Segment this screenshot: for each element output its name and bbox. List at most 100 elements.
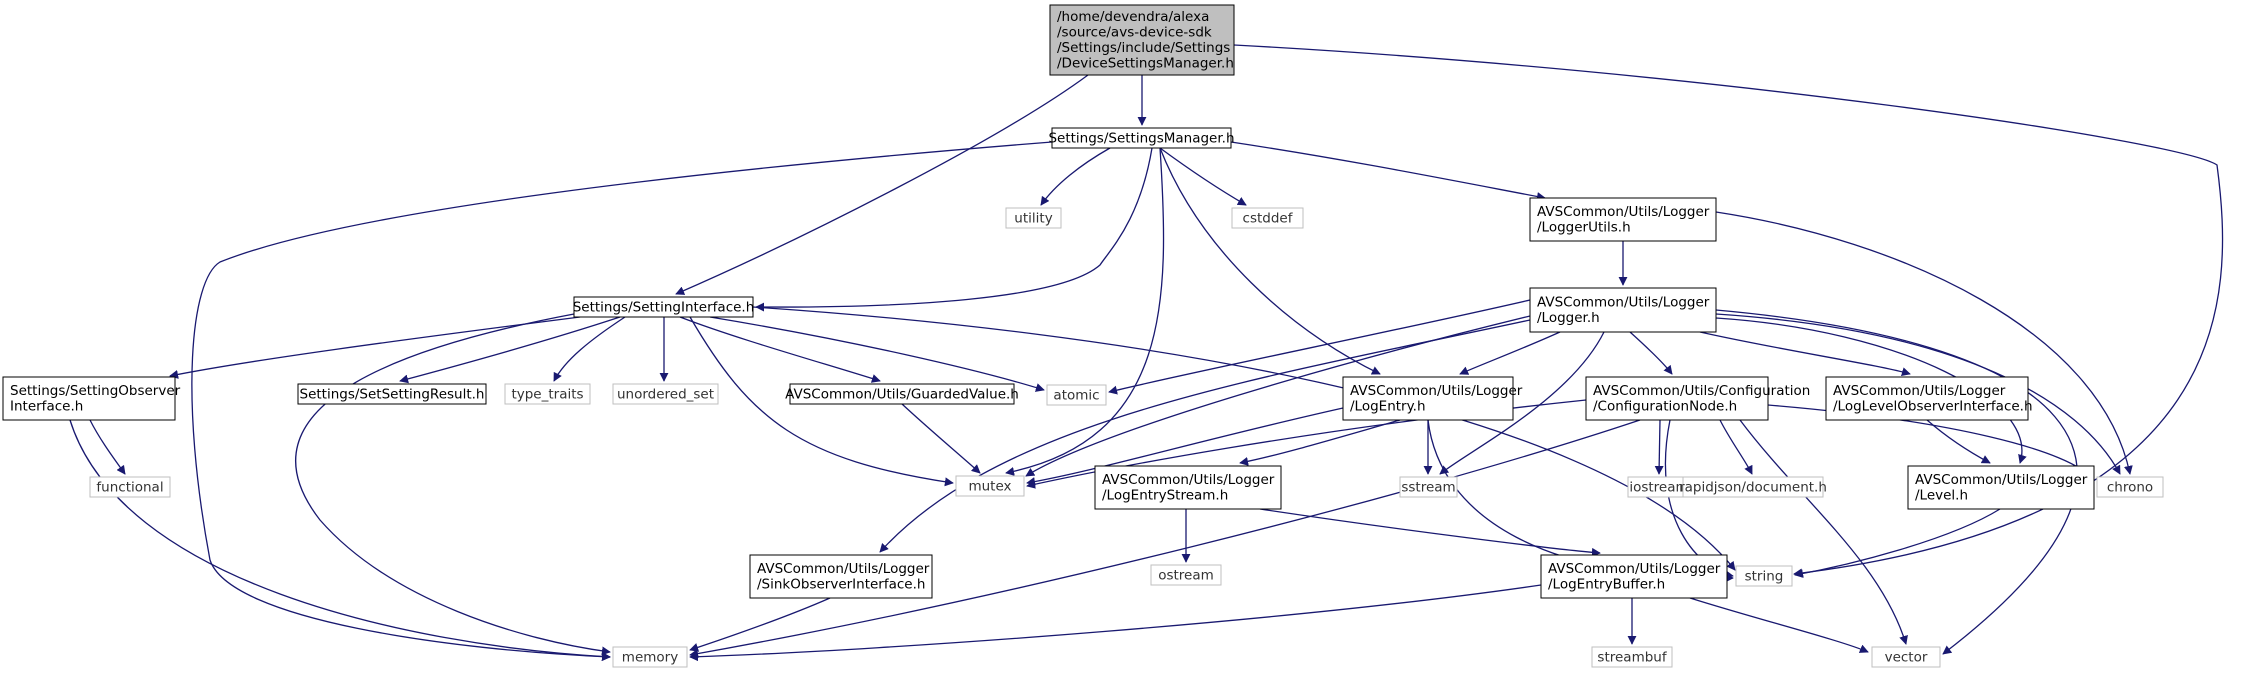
edge-root-to-string — [1233, 44, 2224, 578]
edge-setting-observer-to-functional — [89, 419, 126, 475]
node-label-line: AVSCommon/Utils/Configuration — [1593, 383, 1810, 399]
edge-settings-manager-to-setting-interface — [755, 147, 1153, 312]
node-label-line: AVSCommon/Utils/Logger — [1537, 204, 1710, 220]
edge-logger-to-log-level-observer — [1699, 331, 1911, 376]
edge-logger-to-vector — [1715, 309, 2078, 655]
node-log-entry-stream[interactable]: AVSCommon/Utils/Logger/LogEntryStream.h — [1094, 465, 1282, 510]
edge-level-to-string — [1794, 508, 2001, 578]
node-box — [1231, 207, 1304, 229]
node-box — [1735, 565, 1793, 587]
node-label-line: /ConfigurationNode.h — [1593, 399, 1737, 415]
edge-setting-observer-to-memory — [69, 419, 611, 662]
node-label-line: rapidjson/document.h — [1679, 479, 1827, 495]
node-label-line: unordered_set — [617, 386, 714, 402]
edge-configuration-node-to-iostream — [1654, 419, 1664, 475]
node-box — [1051, 127, 1232, 149]
node-label-line: type_traits — [511, 386, 583, 402]
node-label-line: /LogLevelObserverInterface.h — [1833, 399, 2033, 415]
node-box — [1529, 197, 1717, 242]
node-set-setting-result[interactable]: Settings/SetSettingResult.h — [297, 383, 487, 405]
edge-setting-interface-to-type-traits — [553, 316, 626, 382]
node-label-line: ostream — [1158, 567, 1214, 583]
node-label-line: /source/avs-device-sdk — [1057, 25, 1212, 41]
edge-settings-manager-to-memory — [191, 141, 1053, 662]
node-label-line: /LogEntry.h — [1350, 399, 1426, 415]
node-label-line: sstream — [1401, 479, 1455, 495]
node-box — [955, 475, 1025, 497]
node-box — [1540, 554, 1728, 599]
node-label-line: chrono — [2107, 479, 2153, 495]
edge-setting-interface-to-setting-observer — [169, 316, 581, 379]
node-label-line: vector — [1885, 649, 1928, 665]
edge-log-entry-to-mutex — [1026, 407, 1344, 487]
edge-configuration-node-to-string — [1664, 419, 1734, 579]
node-logger[interactable]: AVSCommon/Utils/Logger/Logger.h — [1529, 287, 1717, 333]
node-box — [612, 646, 688, 668]
node-rapidjson-document: rapidjson/document.h — [1679, 476, 1827, 498]
edge-settings-manager-to-cstddef — [1159, 147, 1247, 206]
node-box — [1825, 376, 2029, 421]
edge-logger-to-mutex — [1025, 315, 1531, 477]
node-logger-utils[interactable]: AVSCommon/Utils/Logger/LoggerUtils.h — [1529, 197, 1717, 242]
edge-guarded-value-to-mutex — [901, 403, 981, 474]
node-guarded-value[interactable]: AVSCommon/Utils/GuardedValue.h — [785, 383, 1019, 405]
node-label-line: memory — [622, 649, 678, 665]
node-settings-manager[interactable]: Settings/SettingsManager.h — [1048, 127, 1235, 149]
node-label-line: Settings/SettingObserver — [10, 383, 181, 399]
node-label-line: AVSCommon/Utils/Logger — [1548, 561, 1721, 577]
node-utility: utility — [1005, 207, 1062, 229]
node-unordered-set: unordered_set — [612, 383, 719, 405]
node-cstddef: cstddef — [1231, 207, 1304, 229]
edge-setting-interface-to-string — [752, 306, 1736, 571]
node-box — [2096, 476, 2164, 498]
node-label-line: AVSCommon/Utils/Logger — [1915, 472, 2088, 488]
node-label-line: functional — [96, 479, 163, 495]
node-label-line: /SinkObserverInterface.h — [757, 577, 925, 593]
node-log-entry-buffer[interactable]: AVSCommon/Utils/Logger/LogEntryBuffer.h — [1540, 554, 1728, 599]
node-box — [1005, 207, 1062, 229]
edge-setting-interface-to-guarded-value — [679, 316, 881, 383]
edge-settings-manager-to-log-entry — [1159, 147, 1381, 375]
node-box — [1585, 376, 1769, 421]
node-configuration-node[interactable]: AVSCommon/Utils/Configuration/Configurat… — [1585, 376, 1810, 421]
node-label-line: iostream — [1629, 479, 1688, 495]
node-label-line: string — [1745, 568, 1784, 584]
node-atomic: atomic — [1046, 384, 1107, 406]
node-label-line: streambuf — [1597, 649, 1667, 665]
node-level[interactable]: AVSCommon/Utils/Logger/Level.h — [1907, 465, 2095, 510]
node-box — [1399, 476, 1458, 498]
node-setting-interface[interactable]: Settings/SettingInterface.h — [573, 296, 755, 318]
edge-logger-to-atomic — [1108, 299, 1531, 395]
edge-log-level-observer-to-level — [1926, 419, 1991, 464]
node-box — [1150, 564, 1222, 586]
node-label-line: mutex — [968, 478, 1011, 494]
node-label-line: /home/devendra/alexa — [1057, 9, 1209, 25]
node-sink-observer[interactable]: AVSCommon/Utils/Logger/SinkObserverInter… — [749, 554, 933, 599]
dependency-nodes: /home/devendra/alexa/source/avs-device-s… — [2, 4, 2164, 668]
node-label-line: AVSCommon/Utils/Logger — [1537, 295, 1710, 311]
node-root[interactable]: /home/devendra/alexa/source/avs-device-s… — [1049, 4, 1235, 76]
node-box — [297, 383, 487, 405]
node-log-entry[interactable]: AVSCommon/Utils/Logger/LogEntry.h — [1342, 376, 1523, 421]
node-streambuf: streambuf — [1591, 646, 1673, 668]
edge-log-entry-buffer-to-memory — [689, 584, 1542, 662]
node-ostream: ostream — [1150, 564, 1222, 586]
node-sstream: sstream — [1399, 476, 1458, 498]
edge-logger-to-configuration-node — [1629, 331, 1673, 375]
edge-settings-manager-to-mutex — [1005, 147, 1165, 476]
node-label-line: Settings/SettingsManager.h — [1048, 130, 1234, 146]
node-label-line: /Level.h — [1915, 488, 1968, 504]
node-label-line: atomic — [1053, 387, 1099, 403]
node-label-line: /Logger.h — [1537, 310, 1600, 326]
node-box — [1342, 376, 1514, 421]
node-log-level-observer[interactable]: AVSCommon/Utils/Logger/LogLevelObserverI… — [1825, 376, 2033, 421]
edge-log-entry-to-log-entry-stream — [1239, 419, 1401, 466]
edge-sink-observer-to-memory — [689, 597, 831, 652]
node-label-line: AVSCommon/Utils/Logger — [757, 561, 930, 577]
node-box — [1907, 465, 2095, 510]
edge-root-to-setting-interface — [675, 74, 1089, 295]
edge-logger-to-sstream — [1439, 331, 1605, 475]
node-functional: functional — [89, 476, 171, 498]
